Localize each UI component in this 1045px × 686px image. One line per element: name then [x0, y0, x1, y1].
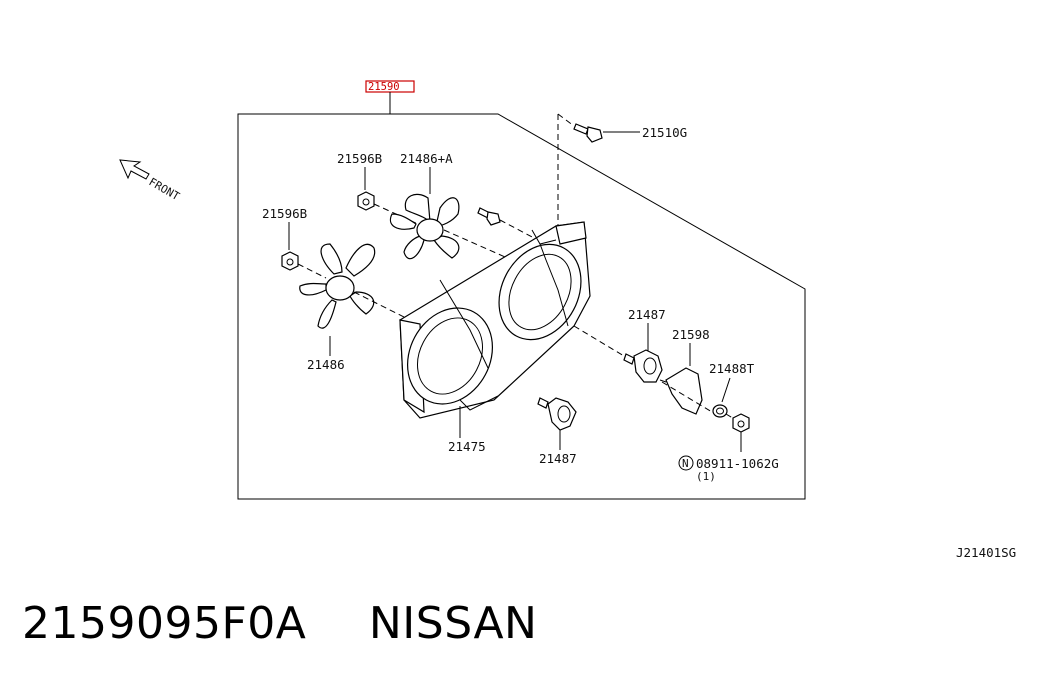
svg-text:08911-1062G: 08911-1062G — [696, 456, 779, 471]
label-21598: 21598 — [672, 327, 710, 342]
bolt-icon[interactable] — [477, 207, 501, 226]
motor-icon[interactable] — [537, 397, 577, 431]
drawing-code: J21401SG — [956, 545, 1016, 560]
label-21487-top: 21487 — [628, 307, 666, 322]
label-21486A: 21486+A — [400, 151, 453, 166]
bolt-icon[interactable] — [573, 123, 603, 143]
front-arrow-icon: FRONT — [119, 159, 183, 203]
label-21596B-left: 21596B — [262, 206, 307, 221]
nut-icon[interactable] — [357, 191, 375, 211]
assembly-boundary — [237, 113, 806, 500]
svg-text:FRONT: FRONT — [147, 175, 183, 203]
label-21486: 21486 — [307, 357, 345, 372]
fan-blade-icon[interactable] — [389, 193, 460, 260]
label-21596B-top: 21596B — [337, 151, 382, 166]
motor-icon[interactable] — [623, 349, 663, 383]
assembly-label-21590[interactable]: 21590 — [365, 80, 415, 93]
svg-text:(1): (1) — [696, 470, 716, 483]
nut-icon[interactable] — [281, 251, 299, 271]
resistor-icon[interactable] — [659, 367, 703, 415]
nut-icon[interactable] — [732, 413, 750, 433]
svg-text:N: N — [682, 457, 689, 470]
label-08911-1062G: N 08911-1062G (1) — [678, 455, 779, 483]
bottom-caption: 2159095F0A NISSAN — [22, 598, 537, 649]
caption-brand: NISSAN — [368, 598, 538, 649]
caption-part-number: 2159095F0A — [22, 598, 307, 649]
fan-shroud[interactable] — [391, 221, 597, 419]
label-21488T: 21488T — [709, 361, 755, 376]
washer-icon[interactable] — [712, 404, 728, 418]
label-21475: 21475 — [448, 439, 486, 454]
svg-text:21590: 21590 — [368, 81, 400, 93]
label-21487-bottom: 21487 — [539, 451, 577, 466]
fan-blade-icon[interactable] — [299, 243, 376, 329]
label-21510G: 21510G — [642, 125, 687, 140]
